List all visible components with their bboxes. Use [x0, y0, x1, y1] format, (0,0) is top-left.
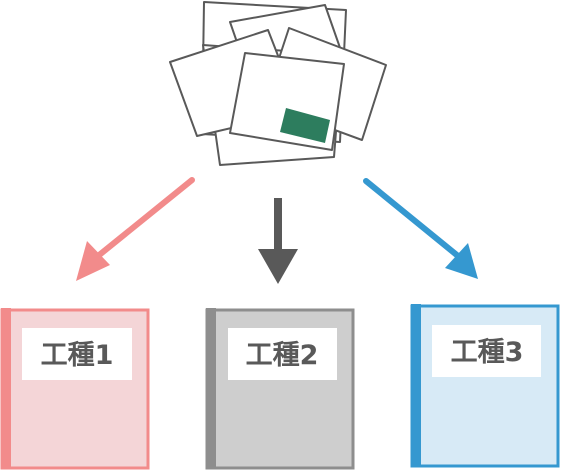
binder-label: 工種2 — [246, 340, 319, 371]
binder-3: 工種3 — [410, 304, 560, 468]
arrow-to-binder-1 — [76, 177, 195, 281]
binder-2: 工種2 — [205, 308, 355, 470]
binder-label-box — [22, 328, 132, 380]
arrow-to-binder-3 — [363, 178, 478, 279]
binder-spine — [411, 304, 421, 467]
binder-spine — [1, 308, 11, 469]
binder-label-box — [432, 325, 541, 377]
photo-block — [280, 108, 330, 143]
binder-label-box — [228, 328, 337, 380]
scattered-papers-icon — [169, 1, 387, 166]
paper-sheet — [229, 52, 345, 151]
binder-spine — [206, 308, 216, 469]
binder-label: 工種3 — [451, 337, 524, 368]
arrowhead — [445, 243, 478, 279]
arrowhead — [76, 241, 110, 281]
binder-1: 工種1 — [0, 308, 150, 470]
binder-label: 工種1 — [41, 340, 114, 371]
arrowhead — [258, 249, 298, 284]
arrow-to-binder-2 — [258, 198, 298, 284]
